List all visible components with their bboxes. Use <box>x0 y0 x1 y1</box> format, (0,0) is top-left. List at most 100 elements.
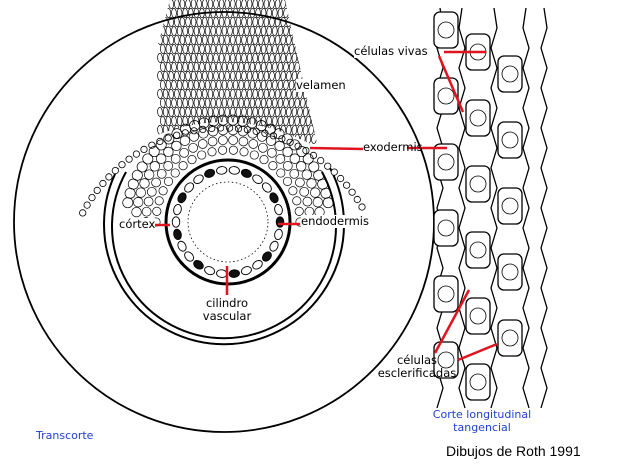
velamen-cell <box>171 116 176 125</box>
cortex-cell <box>218 136 227 145</box>
exodermis-cell <box>337 175 343 181</box>
velamen-cell <box>258 0 263 9</box>
velamen-cell <box>247 53 252 62</box>
velamen-cell <box>208 89 213 98</box>
velamen-cell <box>202 0 207 9</box>
velamen-cell <box>169 71 174 80</box>
velamen-cell <box>160 8 165 17</box>
cortex-cell <box>155 197 163 205</box>
velamen-cell <box>183 98 188 107</box>
velamen-cell <box>219 35 224 44</box>
velamen-cell <box>281 0 286 9</box>
velamen-cell <box>303 17 309 27</box>
exodermis-cell <box>84 202 90 208</box>
velamen-cell <box>163 89 168 98</box>
cortex-cell <box>123 198 133 208</box>
velamen-cell <box>188 8 193 17</box>
cortex-cell <box>239 137 248 146</box>
velamen-cell <box>306 62 312 72</box>
velamen-cell <box>230 53 235 62</box>
velamen-cell <box>230 89 235 98</box>
velamen-cell <box>166 8 171 17</box>
velamen-cell <box>320 53 326 63</box>
velamen-cell <box>269 17 274 26</box>
velamen-cell <box>214 17 219 26</box>
velamen-cell <box>177 26 182 35</box>
velamen-cell <box>244 80 249 89</box>
velamen-cell <box>272 26 277 35</box>
velamen-cell <box>294 26 299 36</box>
velamen-cell <box>222 80 227 89</box>
cortex-cell <box>318 179 328 189</box>
velamen-cell <box>225 35 230 44</box>
velamen-cell <box>303 107 309 117</box>
velamen-cell <box>236 35 241 44</box>
velamen-cell <box>267 62 272 71</box>
cortex-cell <box>208 137 217 146</box>
cortex-cell <box>260 155 268 163</box>
cortex-cell <box>171 169 179 177</box>
velamen-cell <box>225 0 230 9</box>
cortex-cell <box>172 141 182 151</box>
velamen-cell <box>289 8 294 18</box>
velamen-cell <box>275 53 280 62</box>
longitudinal-wall <box>491 8 497 408</box>
cortex-cell <box>164 177 172 185</box>
velamen-cell <box>244 26 249 35</box>
caption-corte-line1: Corte longitudinal <box>422 408 542 421</box>
velamen-cell <box>166 116 171 125</box>
velamen-cell <box>197 35 202 44</box>
velamen-cell <box>180 107 185 116</box>
cortex-cell <box>269 162 277 170</box>
velamen-cell <box>233 26 238 35</box>
velamen-cell <box>163 17 168 26</box>
velamen-cell <box>289 80 294 90</box>
velamen-cell <box>194 26 199 35</box>
cortex-cell <box>293 197 301 205</box>
velamen-cell <box>163 107 168 116</box>
velamen-cell <box>185 107 190 116</box>
velamen-cell <box>174 17 179 26</box>
velamen-cell <box>228 98 233 107</box>
velamen-cell <box>286 107 291 117</box>
velamen-cell <box>264 35 269 44</box>
velamen-cell <box>180 35 185 44</box>
exodermis-cell <box>331 169 337 175</box>
velamen-cell <box>185 71 190 80</box>
velamen-cell <box>272 116 277 125</box>
cortex-cell <box>250 151 258 159</box>
velamen-cell <box>247 17 252 26</box>
velamen-cell <box>286 125 291 135</box>
cortex-cell <box>323 198 333 208</box>
velamen-cell <box>202 17 207 26</box>
label-celulas-esclerificadas: células esclerificadas <box>372 354 462 380</box>
cortex-cell <box>321 188 331 198</box>
velamen-cell <box>314 17 320 27</box>
velamen-cell <box>289 116 294 126</box>
credit-roth: Dibujos de Roth 1991 <box>446 443 581 459</box>
velamen-cell <box>264 107 269 116</box>
velamen-cell <box>275 71 280 80</box>
exodermis-cell <box>182 130 188 136</box>
velamen-cell <box>211 44 216 53</box>
velamen-cell <box>230 17 235 26</box>
velamen-cell <box>233 98 238 107</box>
velamen-cell <box>269 35 274 44</box>
velamen-cell <box>283 62 288 71</box>
exodermis-cell <box>174 132 180 138</box>
velamen-cell <box>322 134 328 144</box>
velamen-cell <box>303 53 309 63</box>
velamen-cell <box>317 98 323 108</box>
velamen-cell <box>314 35 320 45</box>
velamen-cell <box>171 98 176 107</box>
velamen-cell <box>247 0 252 9</box>
cortex-cell <box>153 207 161 215</box>
velamen-cell <box>255 98 260 107</box>
velamen-cell <box>233 80 238 89</box>
velamen-cell <box>250 134 255 143</box>
velamen-cell <box>281 89 286 98</box>
velamen-cell <box>250 44 255 53</box>
velamen-cell <box>250 80 255 89</box>
velamen-cell <box>202 71 207 80</box>
velamen-cell <box>171 62 176 71</box>
